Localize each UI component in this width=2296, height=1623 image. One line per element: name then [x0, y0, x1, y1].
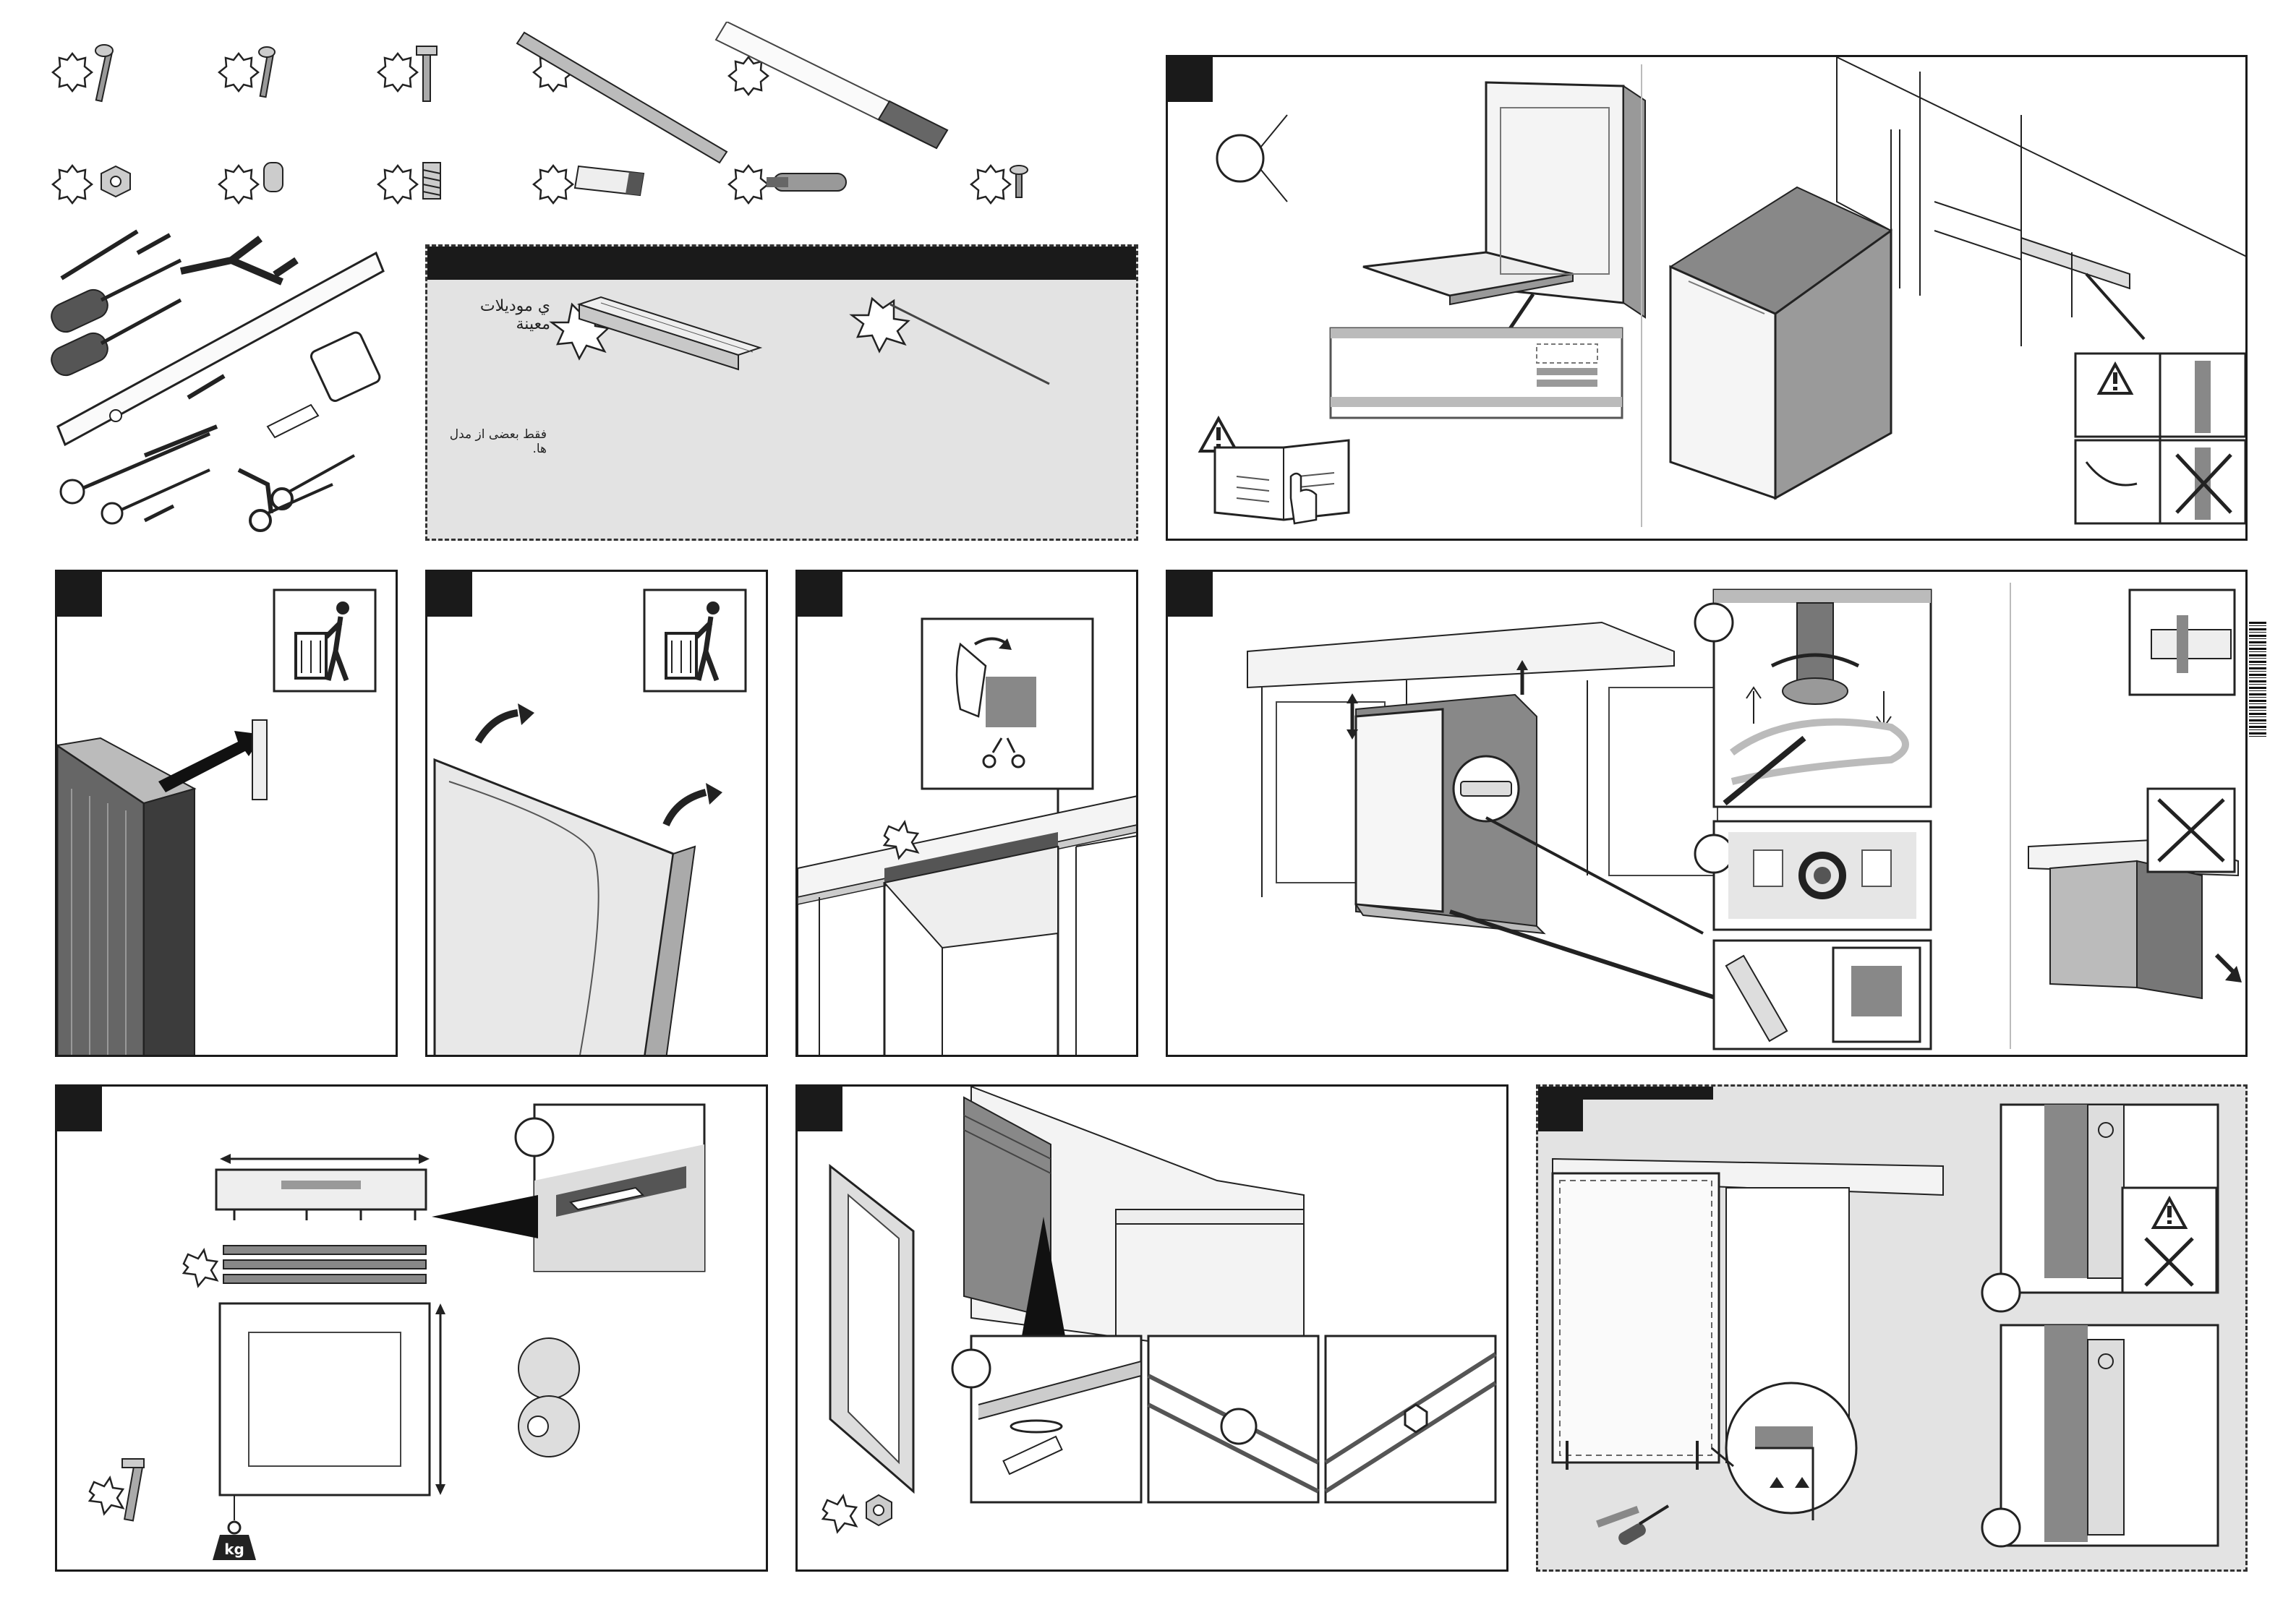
step-1-panel: [1166, 55, 2248, 541]
step-8-panel: [1536, 1084, 2248, 1572]
dishwasher-unit-illustration: [1670, 187, 1891, 498]
weight-kg-icon: kg: [213, 1522, 256, 1560]
warning-triangle-icon: [1200, 419, 1237, 451]
trash-bin-icon: [274, 590, 375, 691]
barcode: [2249, 622, 2266, 737]
step-7-panel: [795, 1084, 1508, 1572]
step-4-panel: [795, 570, 1138, 1057]
wood-screw-icon: [95, 45, 113, 101]
dishwasher-open-door-illustration: [1363, 82, 1645, 317]
countertop-niche-illustration: [798, 796, 1138, 1057]
step-5-panel: [1166, 570, 2248, 1057]
weight-label: kg: [224, 1541, 244, 1558]
step-2-panel: [55, 570, 398, 1057]
manual-book-icon: [1215, 440, 1349, 523]
info-panel-certain-models: ي موديلات معينة فقط بعضى از مدل ها.: [425, 244, 1138, 541]
cabinet-niche-diagram: [1837, 57, 2248, 346]
step-3-panel: [425, 570, 768, 1057]
dishwasher-door-illustration: [435, 760, 695, 1057]
trash-bin-icon-2: [644, 590, 746, 691]
tools-group: [47, 231, 383, 531]
cabinet-front-door-illustration: [830, 1166, 913, 1491]
step-6-panel: kg: [55, 1084, 768, 1572]
